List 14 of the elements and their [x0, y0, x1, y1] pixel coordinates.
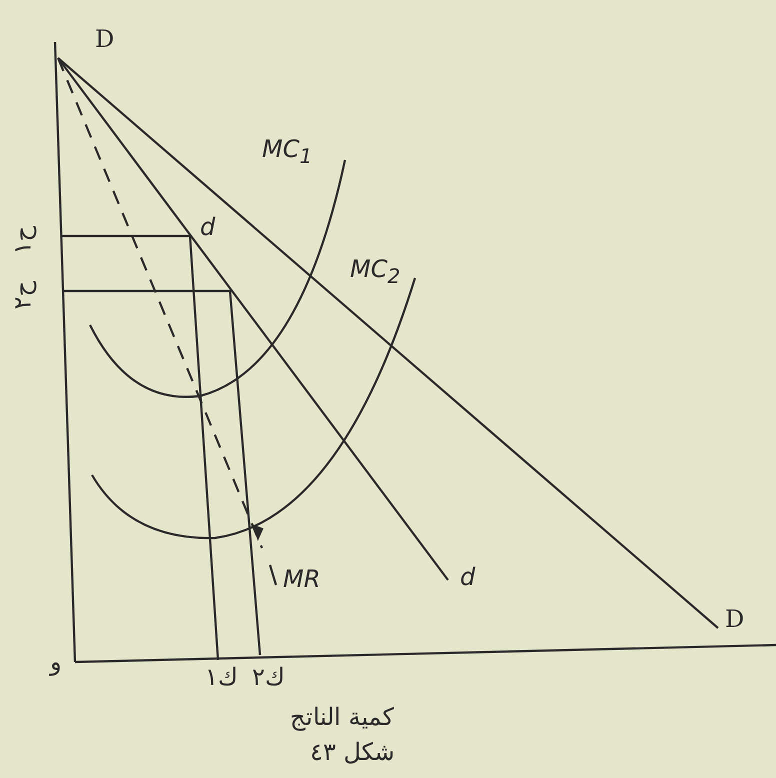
axis-label: ح١	[10, 226, 34, 254]
figure-caption: شكل ٤٣	[310, 740, 395, 764]
curve-label: d	[460, 565, 476, 589]
curve-label: D	[725, 607, 744, 631]
curve-label: ك٢	[252, 665, 285, 689]
curve-label: MR	[283, 567, 320, 591]
curve-label: و	[50, 650, 62, 674]
curve-label: كمية الناتج	[290, 705, 394, 729]
curve-label: MC$_{1}$	[262, 137, 312, 166]
curve-label: MC$_{2}$	[350, 257, 400, 286]
curve-label: d	[200, 215, 216, 239]
curve-label: D	[95, 27, 114, 51]
curve-label: ك١	[205, 665, 238, 689]
axis-label: ح٢	[10, 280, 34, 310]
